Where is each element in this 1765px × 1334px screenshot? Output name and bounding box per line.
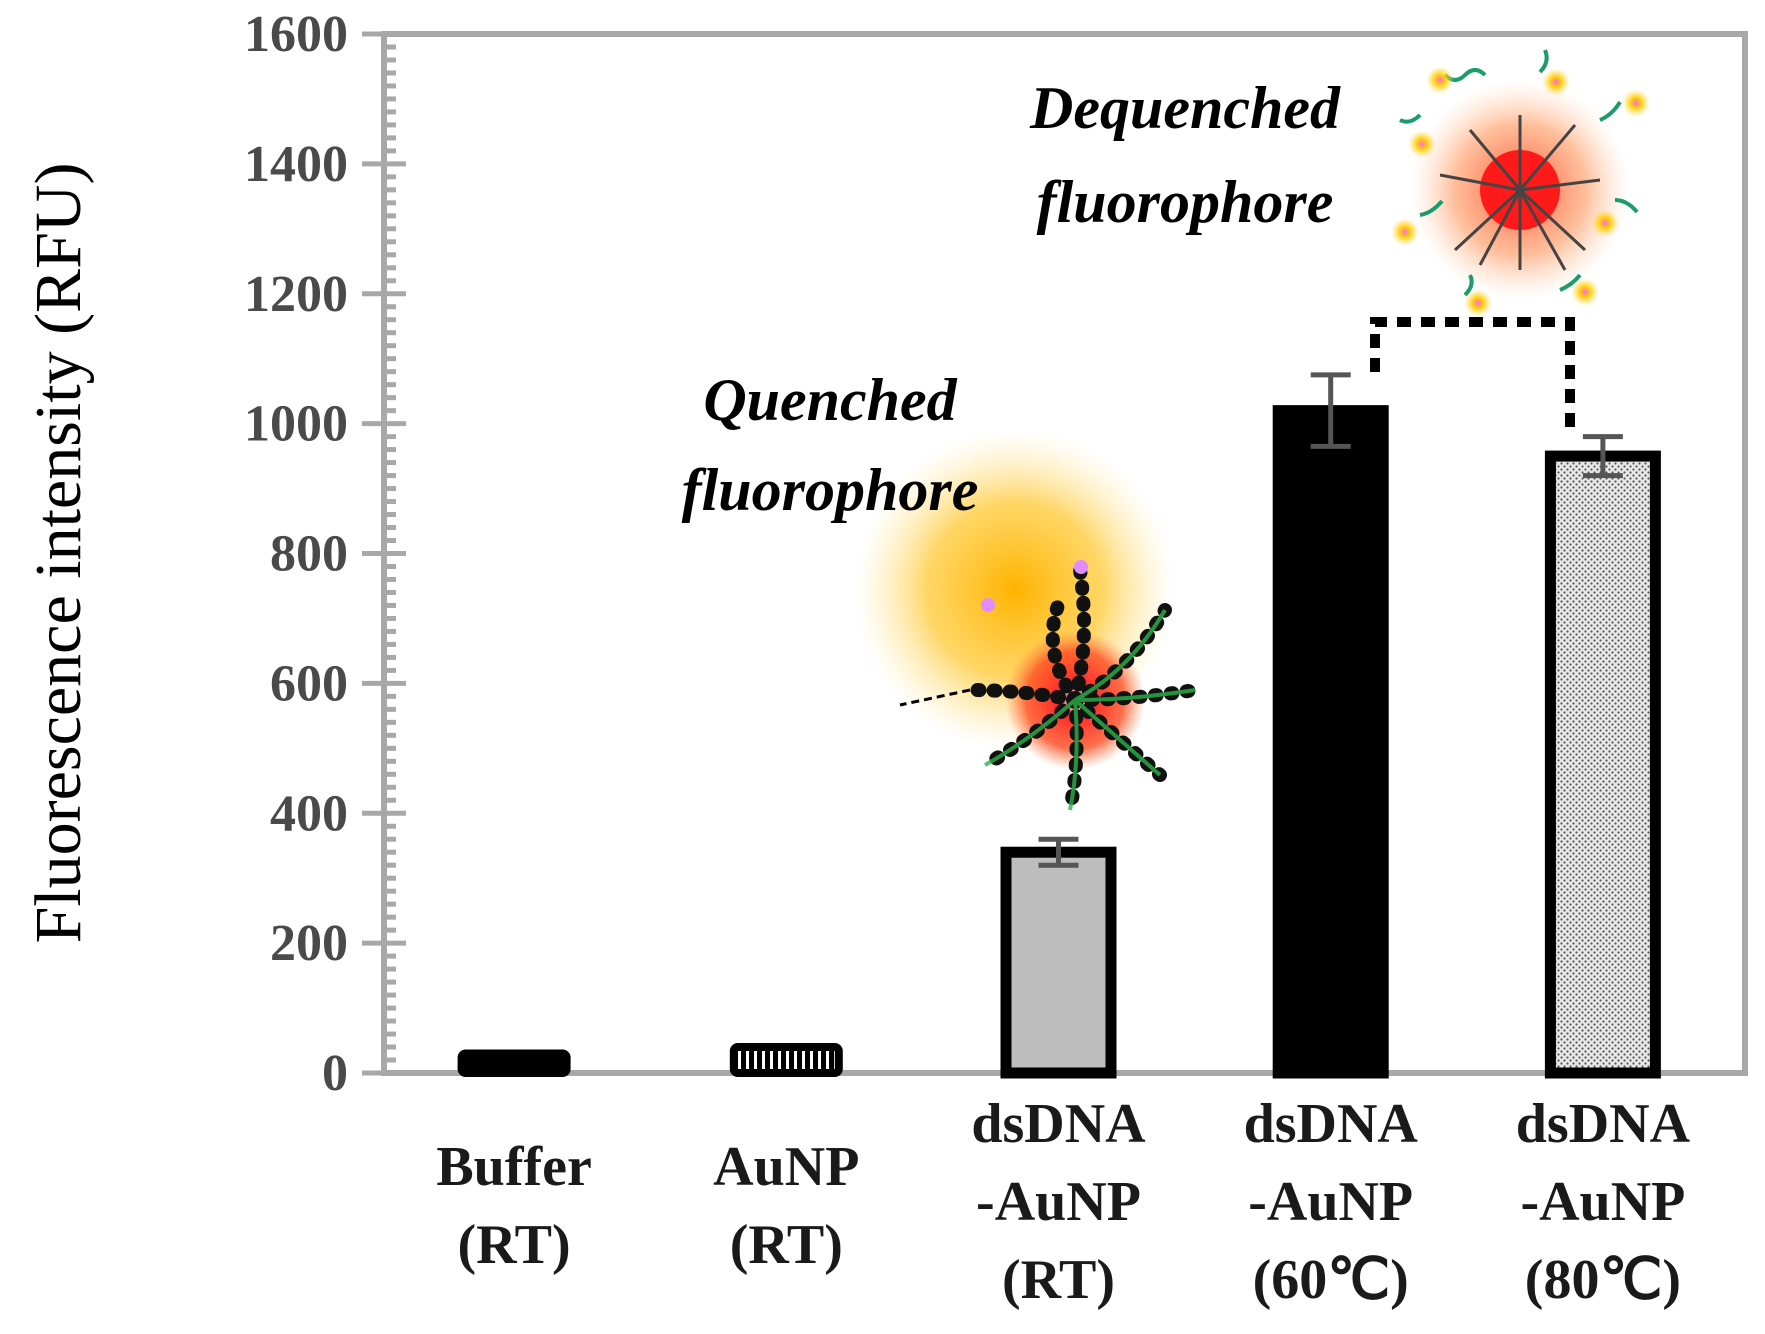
x-tick-label: (60℃) — [1253, 1249, 1409, 1311]
x-tick-label: -AuNP — [976, 1171, 1141, 1233]
x-tick-label: (80℃) — [1525, 1249, 1681, 1311]
x-tick-label: (RT) — [458, 1214, 571, 1276]
x-tick-label: dsDNA — [1516, 1093, 1691, 1155]
dequenched-annotation-line1: Dequenched — [1029, 75, 1341, 141]
quenched-annotation-line2: fluorophore — [682, 457, 979, 523]
x-tick-labels: Buffer (RT) AuNP (RT) dsDNA -AuNP (RT) dsDNA -Au… — [436, 1093, 1690, 1311]
dequenched-annotation-line2: fluorophore — [1037, 169, 1334, 235]
quenched-annotation: Quenched fluorophore — [682, 367, 979, 523]
bar — [457, 1049, 571, 1078]
y-tick-label: 1400 — [244, 136, 348, 193]
bar — [1272, 405, 1389, 1079]
bar — [1544, 450, 1661, 1079]
y-tick-label: 800 — [270, 526, 348, 583]
x-tick-label: -AuNP — [1248, 1171, 1413, 1233]
y-tick-label: 0 — [322, 1045, 348, 1102]
y-tick-label: 1200 — [244, 266, 348, 323]
bar — [729, 1043, 843, 1078]
y-tick-label: 200 — [270, 915, 348, 972]
y-tick-label: 1600 — [244, 6, 348, 63]
y-axis: 0 200 400 600 800 1000 1200 1400 1600 — [244, 6, 406, 1102]
x-tick-label: AuNP — [713, 1136, 859, 1198]
y-tick-label: 1000 — [244, 396, 348, 453]
x-tick-label: Buffer — [436, 1136, 592, 1198]
y-tick-label: 600 — [270, 655, 348, 712]
comparison-bracket — [1370, 317, 1575, 432]
dequenched-annotation: Dequenched fluorophore — [1029, 75, 1341, 235]
error-bars — [1038, 372, 1623, 868]
quenched-annotation-line1: Quenched — [703, 367, 957, 433]
y-tick-label: 400 — [270, 785, 348, 842]
y-axis-label: Fluorescence intensity (RFU) — [22, 163, 95, 944]
x-tick-label: -AuNP — [1520, 1171, 1685, 1233]
x-tick-label: (RT) — [1002, 1249, 1115, 1311]
x-tick-label: dsDNA — [971, 1093, 1146, 1155]
x-tick-label: dsDNA — [1244, 1093, 1419, 1155]
bar — [1000, 846, 1117, 1079]
dequenched-nanoparticle-illustration — [1391, 49, 1650, 317]
quenched-nanoparticle-illustration — [855, 430, 1202, 817]
x-tick-label: (RT) — [730, 1214, 843, 1276]
